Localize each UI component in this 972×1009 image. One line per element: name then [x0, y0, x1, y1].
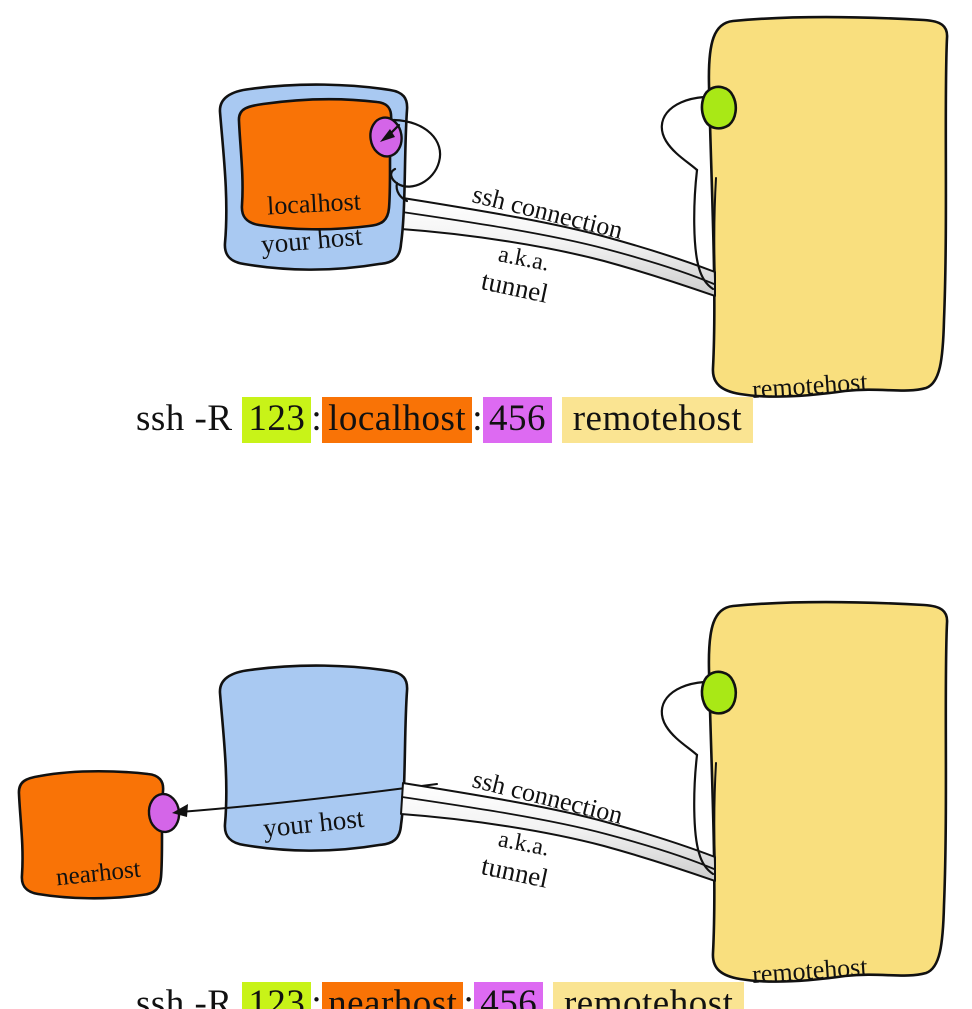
localhost-box	[237, 97, 393, 231]
target-host-highlight: nearhost	[322, 982, 464, 1009]
command-prefix: ssh -R	[136, 983, 243, 1009]
command-prefix: ssh -R	[136, 398, 243, 439]
target-host-highlight: localhost	[322, 397, 473, 443]
listen-port-highlight: 123	[242, 982, 312, 1009]
forward-arrowhead-icon	[172, 804, 188, 817]
listen-port-highlight: 123	[242, 397, 312, 443]
local-port-arrowhead-icon	[380, 129, 395, 142]
command-colon1: :	[311, 983, 323, 1009]
remote-host-box	[707, 15, 949, 398]
command-colon2: :	[463, 983, 475, 1009]
tunnel-slot-right-line	[713, 177, 717, 281]
command-colon2: :	[472, 398, 483, 439]
local-port-loop-line	[390, 118, 442, 188]
command-colon1: :	[311, 398, 323, 439]
target-port-highlight: 456	[474, 982, 544, 1009]
nearhost-box	[17, 769, 165, 900]
command-space	[543, 983, 553, 1009]
command-space	[552, 398, 562, 439]
localhost-label: localhost	[266, 186, 362, 221]
tunnel-mid-line	[401, 211, 715, 285]
remote-host-highlight: remotehost	[561, 397, 754, 443]
tunnel-slot-left-line	[693, 168, 715, 291]
ssh-command-top: ssh -R 123:localhost:456 remotehost	[97, 344, 754, 494]
tunnel-ribbon	[400, 197, 716, 297]
remote-host-highlight: remotehost	[552, 982, 745, 1009]
local-port-loop-tail-line	[395, 181, 409, 203]
remote-port-loop-line	[660, 95, 706, 172]
remote-port-icon	[700, 85, 738, 130]
target-port-highlight: 456	[482, 397, 552, 443]
ssh-command-bottom: ssh -R 123:nearhost:456 remotehost	[97, 929, 745, 1009]
